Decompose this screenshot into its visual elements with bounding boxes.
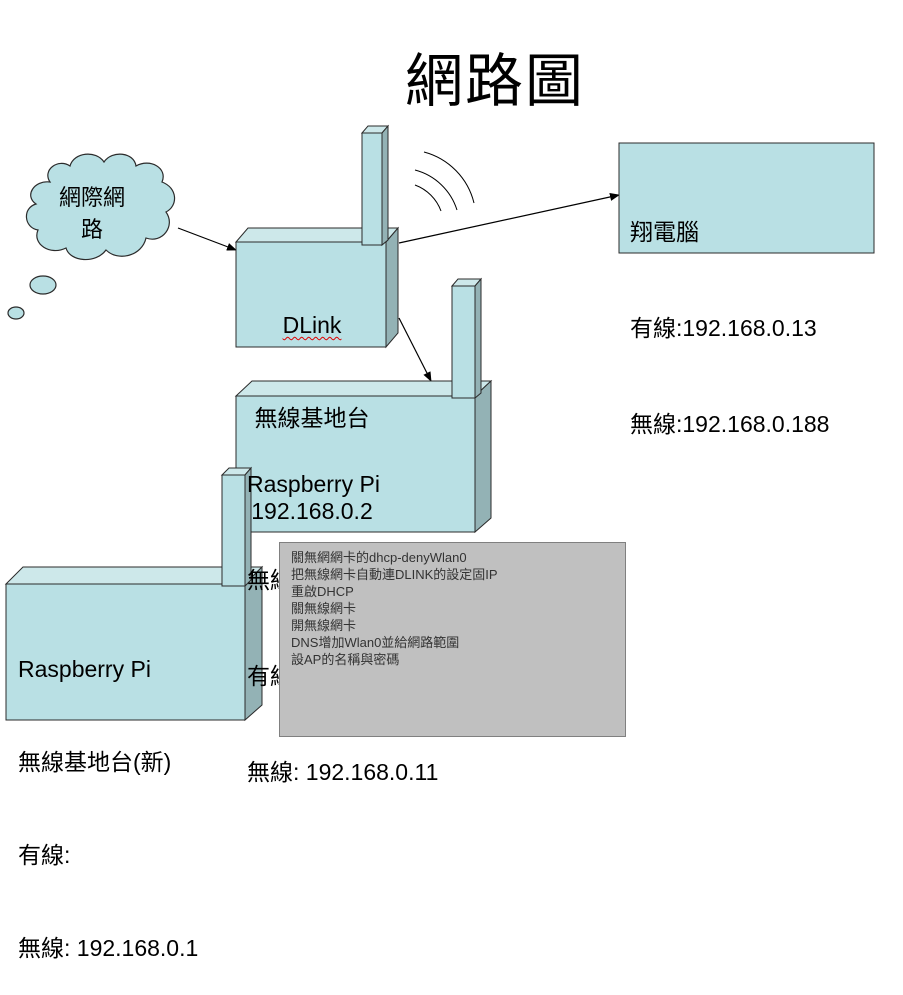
note-line: DNS增加Wlan0並給網路範圍 [291, 635, 460, 650]
dlink-name: DLink [282, 312, 342, 338]
computer-wireless-ip: 無線:192.168.0.188 [630, 411, 830, 437]
raspberry-pi-new-wireless-ip: 無線: 192.168.0.1 [18, 935, 199, 961]
thought-bubble-large [29, 275, 57, 295]
thought-cloud-icon [25, 153, 176, 261]
cloud-label-line: 路 [80, 218, 103, 243]
internet-cloud-label: 網際網 路 [58, 183, 126, 247]
internet-cloud [7, 153, 176, 320]
wifi-waves-icon [414, 151, 475, 212]
computer-wired-ip: 有線:192.168.0.13 [630, 315, 817, 341]
connection-dlink-to-raspberry-pi [398, 317, 432, 382]
dlink-ip: 192.168.0.2 [251, 498, 373, 524]
computer-box [618, 142, 875, 254]
router-antenna-icon [450, 277, 483, 400]
raspberry-pi-new-label: Raspberry Pi 無線基地台(新) 有線: 無線: 192.168.0.… [18, 592, 198, 995]
note-line: 關無網網卡的dhcp-denyWlan0 [291, 550, 467, 565]
raspberry-pi-router-shape [234, 277, 493, 534]
router-antenna-icon [220, 466, 253, 588]
note-line: 關無線網卡 [291, 601, 357, 616]
page-title: 網路圖 [405, 47, 586, 115]
raspberry-pi-new-router-shape [4, 466, 264, 722]
connection-dlink-to-computer [398, 193, 620, 244]
thought-bubble-small [7, 306, 25, 320]
note-line: 把無線網卡自動連DLINK的設定固IP [291, 567, 498, 582]
note-line: 重啟DHCP [291, 584, 354, 599]
dlink-label: DLink 無線基地台 192.168.0.2 [240, 248, 384, 558]
network-diagram-canvas [4, 124, 875, 722]
dlink-role: 無線基地台 [254, 405, 370, 431]
raspberry-pi-new-role: 無線基地台(新) [18, 749, 172, 775]
router-antenna-icon [360, 124, 390, 247]
raspberry-pi-new-wired-ip: 有線: [18, 842, 71, 868]
raspberry-pi-new-name: Raspberry Pi [18, 656, 151, 682]
dlink-router-shape [234, 124, 400, 349]
note-line: 設AP的名稱與密碼 [291, 652, 400, 667]
raspberry-pi-name: Raspberry Pi [247, 471, 380, 497]
note-line: 開無線網卡 [291, 618, 357, 633]
computer-name: 翔電腦 [630, 219, 699, 245]
connection-cloud-to-dlink [177, 227, 237, 251]
setup-notes-box: 關無網網卡的dhcp-denyWlan0 把無線網卡自動連DLINK的設定固IP… [279, 542, 626, 737]
computer-label: 翔電腦 有線:192.168.0.13 無線:192.168.0.188 [630, 152, 829, 472]
cloud-label-line: 網際網 [58, 186, 125, 211]
raspberry-pi-wireless-ip: 無線: 192.168.0.11 [247, 759, 439, 785]
